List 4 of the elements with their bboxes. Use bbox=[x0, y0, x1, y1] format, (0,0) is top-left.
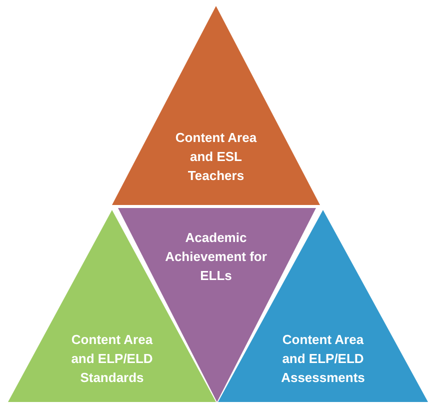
triangle-label: Content Area and ESL Teachers bbox=[174, 129, 258, 185]
triangle-label: Content Area and ELP/ELD Assessments bbox=[280, 331, 366, 387]
triangle-label: Content Area and ELP/ELD Standards bbox=[70, 331, 154, 387]
triangle-label: Academic Achievement for ELLs bbox=[164, 229, 268, 285]
